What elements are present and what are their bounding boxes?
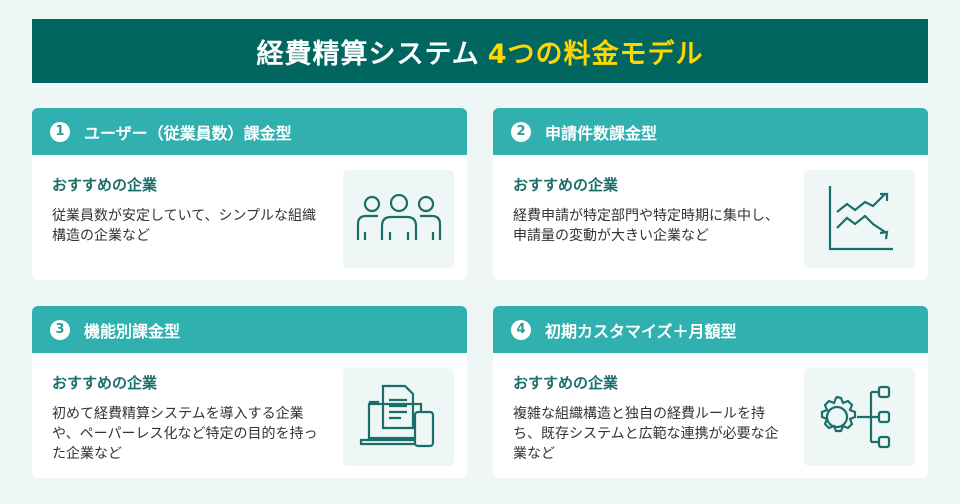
card-title: 申請件数課金型 xyxy=(545,123,658,143)
card-subtitle: おすすめの企業 xyxy=(52,176,158,194)
card-subtitle: おすすめの企業 xyxy=(513,374,619,392)
card-request-billing: 2 申請件数課金型 おすすめの企業 経費申請が特定部門や特定時期に集中し、申請量の… xyxy=(493,108,928,280)
card-title: ユーザー（従業員数）課金型 xyxy=(84,123,292,143)
card-title: 初期カスタマイズ＋月額型 xyxy=(545,321,737,341)
card-feature-billing: 3 機能別課金型 おすすめの企業 初めて経費精算システムを導入する企業や、ペーパー… xyxy=(32,306,467,478)
card-user-billing: 1 ユーザー（従業員数）課金型 おすすめの企業 従業員数が安定していて、シンプルな… xyxy=(32,108,467,280)
number-badge: 4 xyxy=(511,319,531,340)
gear-tree-icon xyxy=(804,368,915,466)
devices-icon xyxy=(343,368,454,466)
card-subtitle: おすすめの企業 xyxy=(513,176,619,194)
chart-icon xyxy=(804,170,915,268)
card-description: 経費申請が特定部門や特定時期に集中し、申請量の変動が大きい企業など xyxy=(513,208,779,244)
number-badge: 1 xyxy=(50,121,70,142)
card-description: 初めて経費精算システムを導入する企業や、ペーパーレス化など特定の目的を持った企業… xyxy=(52,406,318,462)
card-description: 従業員数が安定していて、シンプルな組織構造の企業など xyxy=(52,208,317,244)
people-icon xyxy=(343,170,454,268)
card-header: 2 申請件数課金型 xyxy=(493,108,928,155)
number-badge: 2 xyxy=(511,121,531,142)
title-main: 経費精算システム xyxy=(256,38,480,70)
card-header: 3 機能別課金型 xyxy=(32,306,467,353)
number-badge: 3 xyxy=(50,319,70,340)
card-title: 機能別課金型 xyxy=(84,321,181,341)
card-description: 複雑な組織構造と独自の経費ルールを持ち、既存システムと広範な連携が必要な企業など xyxy=(513,406,779,462)
card-header: 4 初期カスタマイズ＋月額型 xyxy=(493,306,928,353)
card-custom-monthly: 4 初期カスタマイズ＋月額型 おすすめの企業 複雑な組織構造と独自の経費ルールを持… xyxy=(493,306,928,478)
page-title: 経費精算システム 4つの料金モデル xyxy=(32,19,928,83)
title-highlight: 4つの料金モデル xyxy=(487,38,704,70)
card-subtitle: おすすめの企業 xyxy=(52,374,158,392)
card-header: 1 ユーザー（従業員数）課金型 xyxy=(32,108,467,155)
